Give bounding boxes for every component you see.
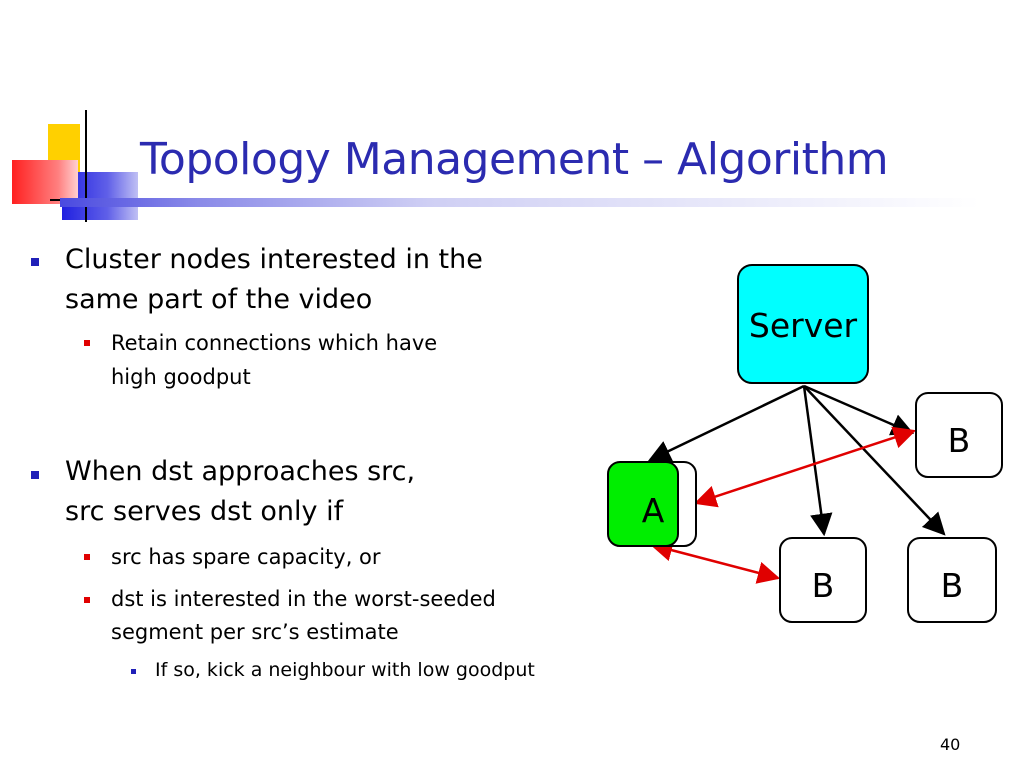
server-to-a-arrow bbox=[647, 384, 805, 462]
server-label: Server bbox=[749, 306, 858, 345]
sub-bullet-marker bbox=[84, 597, 90, 603]
node-b-right: B bbox=[907, 537, 997, 623]
a-b-mid-peer-arrow bbox=[649, 539, 781, 584]
a-b-top-peer-arrow bbox=[693, 426, 917, 508]
sub-bullet-text: dst is interested in the worst-seeded bbox=[111, 587, 496, 611]
sub-bullet-text: high goodput bbox=[111, 365, 251, 389]
sub-bullet-marker bbox=[84, 340, 90, 346]
node-a: A bbox=[607, 461, 697, 547]
page-number: 40 bbox=[940, 735, 961, 754]
bullet-text: same part of the video bbox=[65, 284, 373, 315]
node-b-mid: B bbox=[779, 537, 867, 623]
logo-red-square bbox=[12, 160, 78, 204]
node-a-label: A bbox=[642, 491, 665, 530]
bullet-marker bbox=[31, 258, 39, 266]
sub-bullet-text: segment per src’s estimate bbox=[111, 620, 399, 644]
title-underline bbox=[60, 198, 980, 207]
sub-bullet-marker bbox=[84, 554, 90, 560]
server-to-b-top-arrow bbox=[803, 384, 915, 436]
bullet-text: src serves dst only if bbox=[65, 496, 344, 527]
node-b-mid-label: B bbox=[812, 566, 835, 605]
bullet-text: Cluster nodes interested in the bbox=[65, 244, 483, 275]
sub-sub-bullet-marker bbox=[131, 669, 136, 674]
bullet-marker bbox=[31, 471, 39, 479]
bullet-text: When dst approaches src, bbox=[65, 456, 416, 487]
sub-sub-bullet-text: If so, kick a neighbour with low goodput bbox=[155, 659, 535, 681]
server-node: Server bbox=[737, 264, 869, 384]
node-b-top: B bbox=[915, 392, 1003, 478]
sub-bullet-text: src has spare capacity, or bbox=[111, 545, 381, 569]
node-b-top-label: B bbox=[948, 421, 971, 460]
sub-bullet-text: Retain connections which have bbox=[111, 331, 438, 355]
server-to-b-mid-arrow bbox=[802, 385, 833, 537]
node-b-right-label: B bbox=[941, 566, 964, 605]
slide-title: Topology Management – Algorithm bbox=[140, 134, 889, 185]
